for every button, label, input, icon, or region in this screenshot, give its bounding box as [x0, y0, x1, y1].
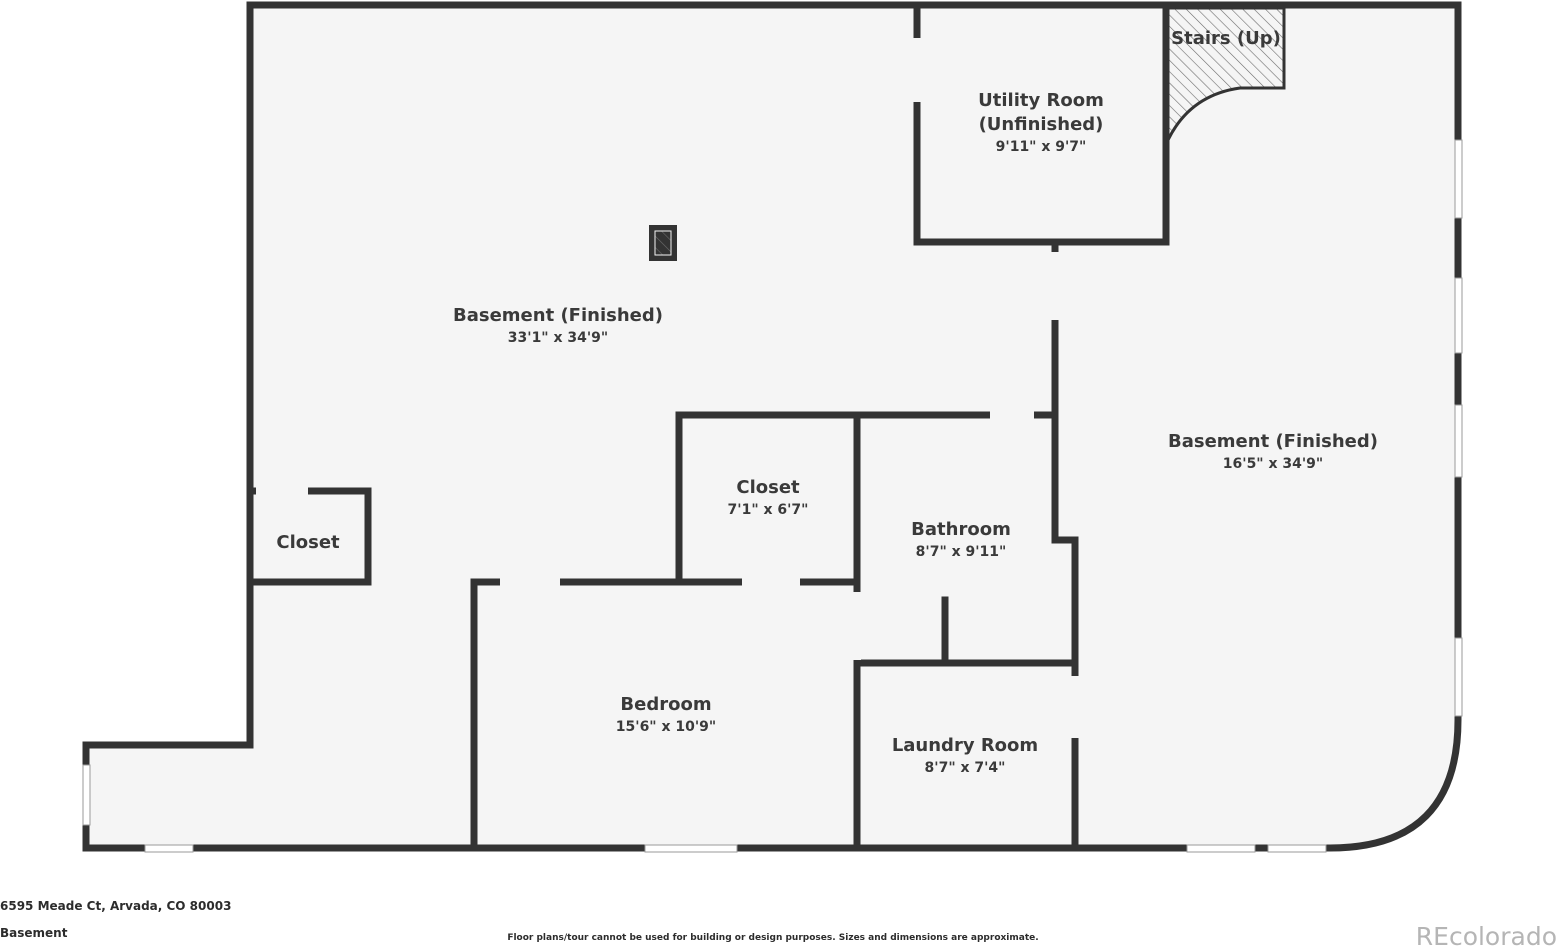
floor-area	[86, 5, 1458, 848]
stairs-name: Stairs (Up)	[1171, 28, 1281, 49]
windows	[82, 139, 1463, 853]
bathroom-name: Bathroom	[911, 519, 1011, 540]
basement-main-name: Basement (Finished)	[453, 305, 663, 326]
bathroom-dims: 8'7" x 9'11"	[916, 544, 1007, 560]
basement-main-dims: 33'1" x 34'9"	[508, 330, 608, 346]
walls	[82, 1, 1462, 852]
basement-east-name: Basement (Finished)	[1168, 431, 1378, 452]
door-openings	[256, 38, 1079, 738]
closet-small-name: Closet	[276, 532, 340, 553]
utility-name-line2: (Unfinished)	[979, 114, 1104, 135]
stairs-hatch	[1166, 6, 1286, 141]
basement-east-dims: 16'5" x 34'9"	[1223, 456, 1323, 472]
bedroom-name: Bedroom	[620, 694, 711, 715]
closet-mid-name: Closet	[736, 477, 800, 498]
floor-level-label: Basement	[0, 926, 68, 940]
disclaimer-text: Floor plans/tour cannot be used for buil…	[507, 933, 1039, 943]
utility-name-line1: Utility Room	[978, 90, 1104, 111]
laundry-dims: 8'7" x 7'4"	[925, 760, 1006, 776]
utility-dims: 9'11" x 9'7"	[996, 139, 1087, 155]
property-address: 6595 Meade Ct, Arvada, CO 80003	[0, 899, 232, 913]
bedroom-dims: 15'6" x 10'9"	[616, 719, 716, 735]
brand-logo: REcolorado	[1415, 922, 1557, 951]
laundry-name: Laundry Room	[892, 735, 1038, 756]
closet-mid-dims: 7'1" x 6'7"	[728, 502, 809, 518]
